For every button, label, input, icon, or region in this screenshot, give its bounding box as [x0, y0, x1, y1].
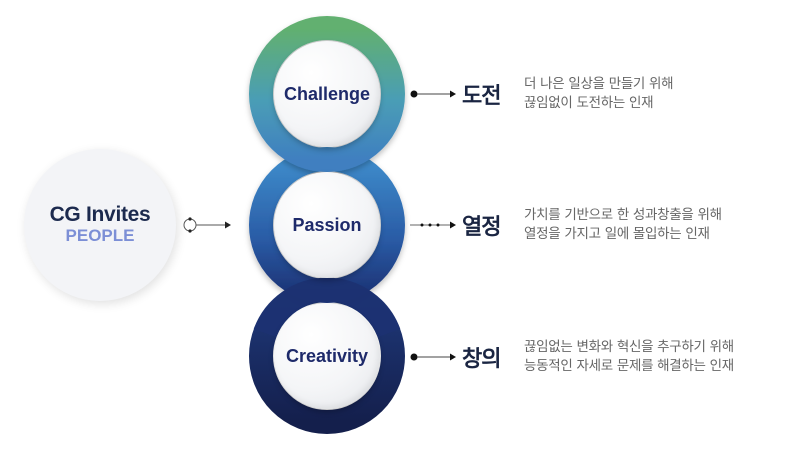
hub-circle: CG Invites PEOPLE — [24, 149, 176, 301]
connector-dot-bottom — [188, 229, 192, 233]
dot-arrow-icon — [410, 353, 456, 361]
value-description: 더 나은 일상을 만들기 위해 끊임없이 도전하는 인재 — [524, 75, 674, 113]
value-row-passion: 열정 가치를 기반으로 한 성과창출을 위해 열정을 가지고 일에 몰입하는 인… — [410, 206, 722, 244]
connector-dot-top — [188, 217, 192, 221]
value-description: 가치를 기반으로 한 성과창출을 위해 열정을 가지고 일에 몰입하는 인재 — [524, 206, 722, 244]
hub-subtitle: PEOPLE — [65, 226, 135, 245]
value-description: 끊임없는 변화와 혁신을 추구하기 위해 능동적인 자세로 문제를 해결하는 인… — [524, 338, 734, 376]
description-line: 끊임없이 도전하는 인재 — [524, 95, 654, 111]
value-label: Challenge — [283, 83, 371, 104]
value-label: Creativity — [285, 345, 369, 366]
description-line: 능동적인 자세로 문제를 해결하는 인재 — [524, 358, 734, 374]
connector-ring-icon — [183, 218, 197, 232]
hub-connector-arrow — [183, 217, 231, 233]
arrowhead-icon — [225, 221, 231, 229]
value-korean-title: 창의 — [462, 347, 501, 372]
value-node-challenge: Challenge — [274, 41, 380, 147]
value-label: Passion — [292, 214, 362, 235]
value-node-creativity: Creativity — [274, 303, 380, 409]
dotted-arrow-icon — [410, 221, 456, 229]
dot-arrow-icon — [410, 90, 456, 98]
description-line: 가치를 기반으로 한 성과창출을 위해 — [524, 207, 722, 223]
value-node-passion: Passion — [274, 172, 380, 278]
value-row-creativity: 창의 끊임없는 변화와 혁신을 추구하기 위해 능동적인 자세로 문제를 해결하… — [410, 338, 734, 376]
description-line: 열정을 가지고 일에 몰입하는 인재 — [524, 226, 710, 242]
value-korean-title: 열정 — [462, 215, 501, 240]
description-line: 끊임없는 변화와 혁신을 추구하기 위해 — [524, 339, 734, 355]
hub-title: CG Invites — [49, 203, 151, 226]
value-korean-title: 도전 — [462, 84, 501, 109]
value-row-challenge: 도전 더 나은 일상을 만들기 위해 끊임없이 도전하는 인재 — [410, 75, 674, 113]
description-line: 더 나은 일상을 만들기 위해 — [524, 76, 674, 92]
